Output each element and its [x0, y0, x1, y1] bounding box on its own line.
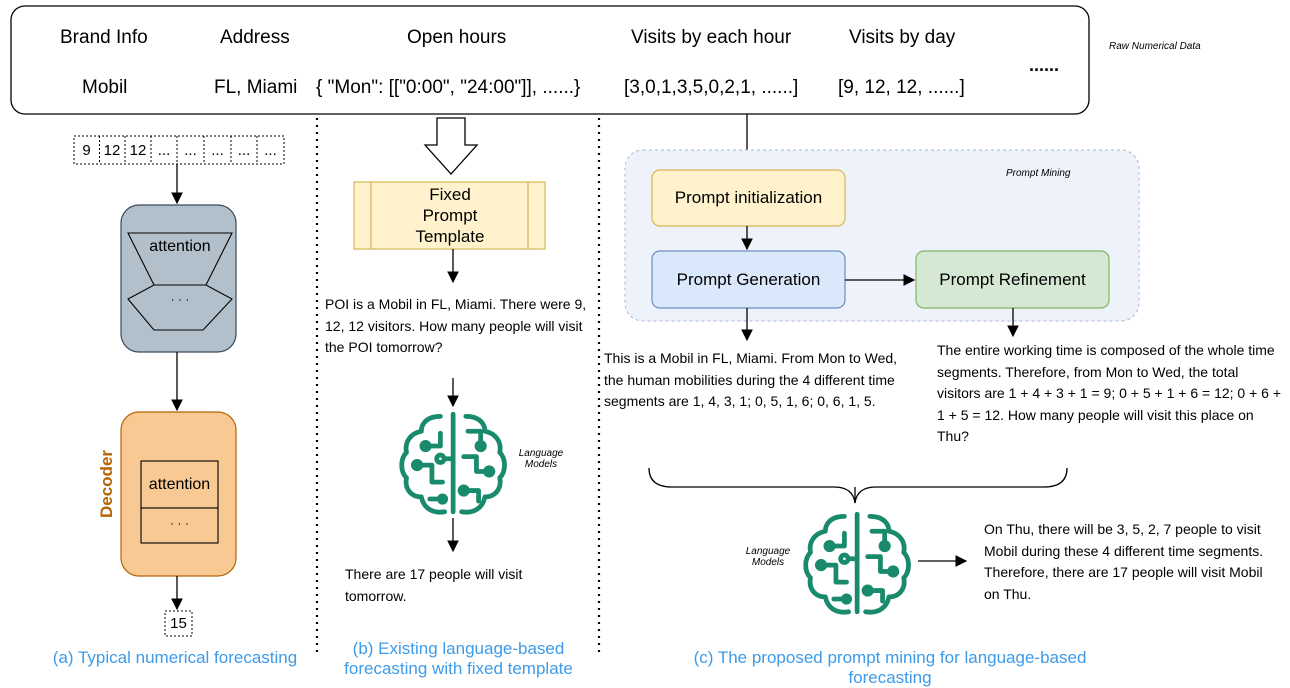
- value-brand: Mobil: [82, 77, 128, 98]
- caption-a: (a) Typical numerical forecasting: [52, 648, 298, 667]
- decoder-attention-rect: [140, 460, 219, 509]
- hollow-down-arrow: [423, 117, 479, 175]
- curly-brace: [648, 467, 1068, 504]
- value-visits-by-day: [9, 12, 12, ......]: [838, 77, 965, 98]
- value-address: FL, Miami: [214, 77, 298, 98]
- input-cell: ...: [157, 141, 171, 159]
- fixed-output-text: There are 17 people will visit tomorrow.: [345, 566, 523, 604]
- caption-b: (b) Existing language-based forecasting …: [344, 639, 573, 678]
- prompt-generation-label: Prompt Generation: [676, 269, 821, 289]
- decoder-label: Decoder: [97, 449, 116, 519]
- value-visits-by-hour: [3,0,1,3,5,0,2,1, ......]: [624, 77, 799, 98]
- brain-icon: [803, 511, 911, 615]
- caption-c: (c) The proposed prompt mining for langu…: [693, 648, 1087, 687]
- output-value: 15: [170, 615, 187, 632]
- input-cell: ...: [184, 141, 197, 159]
- output-box: [164, 610, 193, 637]
- value-open-hours: { "Mon": [["0:00", "24:00"]], ......}: [316, 77, 581, 98]
- prompt-init-label: Prompt initialization: [674, 188, 823, 207]
- encoder-attention-label: attention: [149, 238, 211, 255]
- prompt-mining-label: Prompt Mining: [1006, 168, 1071, 179]
- prompt-init-box: [651, 169, 846, 227]
- decoder-dots-label: · · ·: [170, 516, 189, 530]
- header-brand-info: Brand Info: [60, 27, 148, 48]
- header-address: Address: [220, 27, 290, 48]
- encoder-dots-label: · · ·: [170, 292, 190, 306]
- generation-output-text: This is a Mobil in FL, Miami. From Mon t…: [604, 350, 898, 409]
- input-sequence: [73, 135, 285, 165]
- final-output-text: On Thu, there will be 3, 5, 2, 7 people …: [984, 521, 1264, 602]
- decoder-attention-label: attention: [148, 475, 211, 493]
- raw-data-label: Raw Numerical Data: [1109, 41, 1201, 52]
- raw-ellipsis: ......: [1029, 55, 1060, 75]
- header-open-hours: Open hours: [407, 27, 507, 48]
- input-cell: 12: [129, 141, 147, 159]
- header-visits-by-hour: Visits by each hour: [631, 27, 792, 48]
- refinement-output-text: The entire working time is composed of t…: [937, 342, 1282, 444]
- raw-data-box: [10, 5, 1090, 115]
- template-box: [353, 181, 546, 250]
- decoder-dots-rect: [140, 507, 219, 544]
- input-cell: 9: [82, 141, 91, 159]
- input-cell: ...: [237, 141, 251, 159]
- lm-label-b: Language Models: [518, 448, 564, 470]
- input-cell: ...: [211, 141, 224, 159]
- encoder-dots-shape: [127, 284, 233, 331]
- fixed-prompt-text: POI is a Mobil in FL, Miami. There were …: [325, 296, 587, 355]
- template-label: Fixed Prompt Template: [415, 185, 485, 246]
- lm-label-c: Language Models: [745, 546, 791, 568]
- input-cell: 12: [103, 141, 121, 159]
- encoder-label: Encoder: [97, 243, 116, 313]
- brain-icon: [399, 411, 507, 515]
- header-visits-by-day: Visits by day: [849, 27, 956, 48]
- prompt-refinement-label: Prompt Refinement: [939, 269, 1086, 289]
- input-cell: ...: [264, 141, 277, 159]
